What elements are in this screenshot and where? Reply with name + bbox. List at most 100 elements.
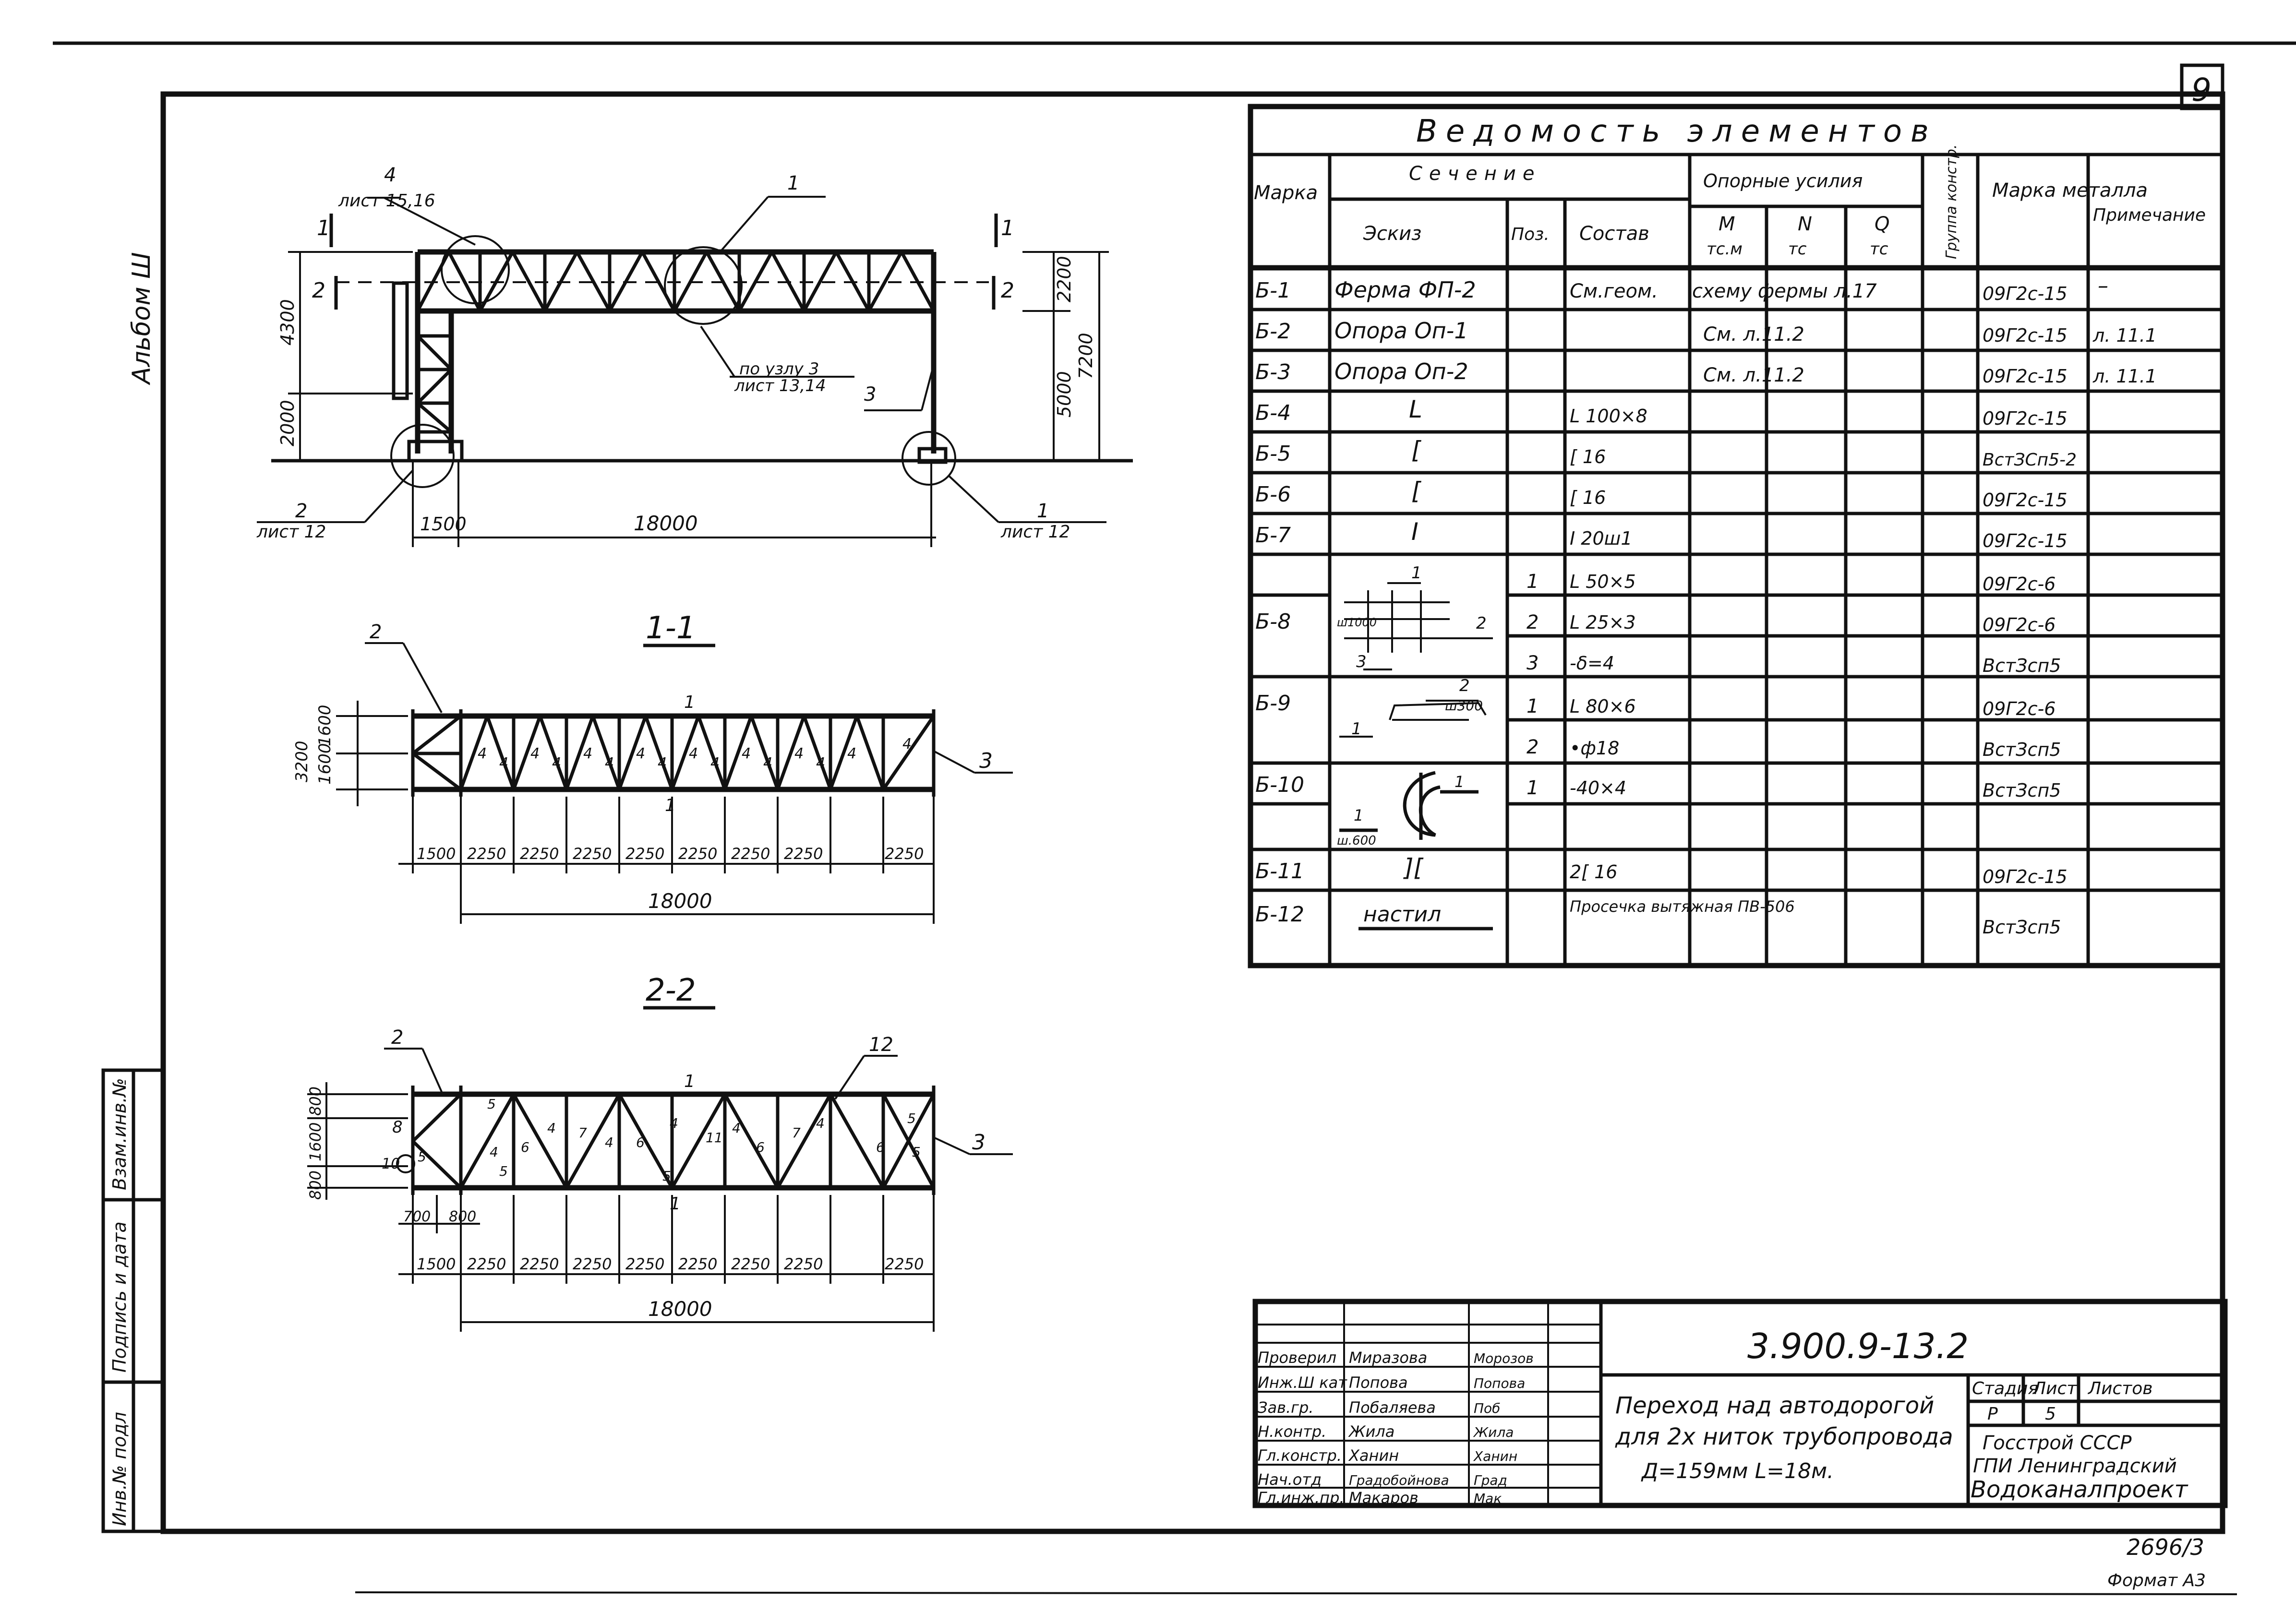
svg-text:18000: 18000 <box>648 889 712 913</box>
svg-text:2200: 2200 <box>1054 256 1075 302</box>
svg-text:4: 4 <box>794 745 804 762</box>
svg-text:L 25×3: L 25×3 <box>1570 612 1636 633</box>
svg-text:4: 4 <box>490 1144 498 1160</box>
svg-text:09Г2с-15: 09Г2с-15 <box>1983 325 2068 346</box>
svg-text:Жила: Жила <box>1348 1422 1394 1441</box>
svg-text:12: 12 <box>869 1034 893 1056</box>
svg-text:4: 4 <box>732 1120 741 1136</box>
svg-text:2: 2 <box>1527 611 1539 633</box>
svg-text:2: 2 <box>1476 614 1487 633</box>
section-2-2: 2-2 5 4 6 4 7 4 6 4 11 <box>306 973 1013 1332</box>
svg-text:Б-6: Б-6 <box>1255 482 1291 507</box>
svg-text:2250: 2250 <box>467 1255 506 1273</box>
svg-text:2250: 2250 <box>678 1255 717 1273</box>
svg-text:Б-7: Б-7 <box>1255 523 1291 548</box>
svg-text:Б-11: Б-11 <box>1255 859 1304 884</box>
svg-text:Побаляева: Побаляева <box>1349 1398 1436 1417</box>
svg-text:4: 4 <box>605 755 614 772</box>
svg-text:Водоканалпроект: Водоканалпроект <box>1971 1476 2188 1503</box>
svg-text:2250: 2250 <box>573 845 612 863</box>
svg-text:6: 6 <box>636 1134 645 1150</box>
svg-text:1: 1 <box>665 796 676 815</box>
svg-text:4: 4 <box>384 164 396 186</box>
svg-text:18000: 18000 <box>648 1297 712 1321</box>
svg-text:Ханин: Ханин <box>1473 1448 1517 1464</box>
svg-text:Гл.инж.пр.: Гл.инж.пр. <box>1258 1489 1345 1507</box>
svg-text:09Г2с-15: 09Г2с-15 <box>1983 366 2068 387</box>
svg-text:•ф18: •ф18 <box>1570 738 1619 759</box>
svg-text:4: 4 <box>763 755 772 772</box>
svg-text:2250: 2250 <box>784 1255 823 1273</box>
svg-text:Мак: Мак <box>1474 1491 1502 1506</box>
svg-text:7: 7 <box>792 1125 801 1141</box>
svg-text:Б-12: Б-12 <box>1255 902 1304 927</box>
svg-text:L: L <box>1409 395 1422 423</box>
svg-text:2250: 2250 <box>625 845 664 863</box>
svg-text:2250: 2250 <box>520 845 559 863</box>
svg-text:1: 1 <box>1527 695 1539 717</box>
svg-text:4: 4 <box>605 1134 613 1150</box>
svg-text:Д=159мм L=18м.: Д=159мм L=18м. <box>1641 1459 1834 1483</box>
svg-text:ВстЗсп5: ВстЗсп5 <box>1983 739 2061 760</box>
svg-text:1: 1 <box>1001 216 1014 240</box>
svg-text:Состав: Состав <box>1579 223 1649 245</box>
svg-text:л. 11.1: л. 11.1 <box>2092 366 2157 387</box>
svg-text:1: 1 <box>1351 719 1362 739</box>
svg-text:Стадия: Стадия <box>1972 1379 2038 1398</box>
svg-text:5: 5 <box>662 1168 671 1184</box>
svg-text:8: 8 <box>392 1118 403 1137</box>
svg-text:L 80×6: L 80×6 <box>1570 696 1636 717</box>
svg-text:Инж.Ш кат: Инж.Ш кат <box>1258 1373 1347 1392</box>
svg-text:L 100×8: L 100×8 <box>1570 406 1647 427</box>
svg-text:2: 2 <box>1527 736 1539 758</box>
svg-text:L 50×5: L 50×5 <box>1570 571 1636 592</box>
svg-text:лист 12: лист 12 <box>256 522 326 542</box>
svg-text:][: ][ <box>1403 854 1424 882</box>
svg-text:ш1000: ш1000 <box>1337 616 1377 629</box>
svg-text:Б-9: Б-9 <box>1255 691 1291 716</box>
svg-text:Морозов: Морозов <box>1474 1350 1534 1366</box>
svg-text:Попова: Попова <box>1474 1375 1525 1391</box>
svg-text:2: 2 <box>312 278 325 303</box>
album-label: Альбом Ш <box>127 252 156 385</box>
svg-text:1: 1 <box>1354 806 1363 824</box>
svg-text:2250: 2250 <box>731 845 770 863</box>
svg-text:5: 5 <box>912 1144 921 1160</box>
svg-text:5: 5 <box>907 1111 916 1126</box>
svg-text:Макаров: Макаров <box>1349 1489 1418 1507</box>
svg-text:по узлу 3: по узлу 3 <box>739 359 819 379</box>
archival-strip: Взам.инв.№ Подпись и дата Инв.№ подл <box>101 1068 165 1533</box>
svg-text:09Г2с-15: 09Г2с-15 <box>1983 408 2068 429</box>
svg-text:Группа констр.: Группа констр. <box>1943 144 1960 259</box>
svg-text:1: 1 <box>317 216 330 240</box>
svg-text:Б-8: Б-8 <box>1255 609 1291 634</box>
svg-text:6: 6 <box>521 1139 529 1155</box>
svg-text:Опора Оп-2: Опора Оп-2 <box>1334 358 1468 384</box>
svg-text:Просечка вытяжная ПВ-506: Просечка вытяжная ПВ-506 <box>1570 897 1795 916</box>
svg-text:4: 4 <box>742 745 751 762</box>
svg-text:Проверил: Проверил <box>1258 1349 1336 1367</box>
svg-text:ВстЗсп5: ВстЗсп5 <box>1983 655 2061 676</box>
svg-text:4: 4 <box>689 745 698 762</box>
svg-text:1: 1 <box>1527 571 1539 593</box>
svg-text:2250: 2250 <box>885 845 924 863</box>
svg-text:4: 4 <box>902 736 912 752</box>
svg-text:4: 4 <box>658 755 667 772</box>
strip-label-sign: Подпись и дата <box>109 1221 130 1373</box>
svg-text:См.геом.: См.геом. <box>1570 280 1658 302</box>
svg-text:11: 11 <box>706 1130 723 1146</box>
svg-text:2250: 2250 <box>625 1255 664 1273</box>
svg-text:Б-2: Б-2 <box>1255 319 1291 344</box>
svg-text:Поз.: Поз. <box>1511 225 1550 244</box>
svg-text:М: М <box>1719 213 1735 235</box>
svg-text:2: 2 <box>391 1027 403 1049</box>
svg-text:Б-4: Б-4 <box>1255 401 1291 425</box>
svg-text:Миразова: Миразова <box>1349 1349 1427 1367</box>
svg-text:N: N <box>1798 213 1812 235</box>
svg-text:[ 16: [ 16 <box>1570 487 1606 508</box>
svg-text:настил: настил <box>1363 902 1441 927</box>
svg-text:3: 3 <box>972 1130 986 1155</box>
svg-text:Попова: Попова <box>1349 1373 1408 1392</box>
svg-text:09Г2с-15: 09Г2с-15 <box>1983 530 2068 551</box>
section-1-1: 1-1 4 4 4 4 4 <box>292 610 1013 924</box>
